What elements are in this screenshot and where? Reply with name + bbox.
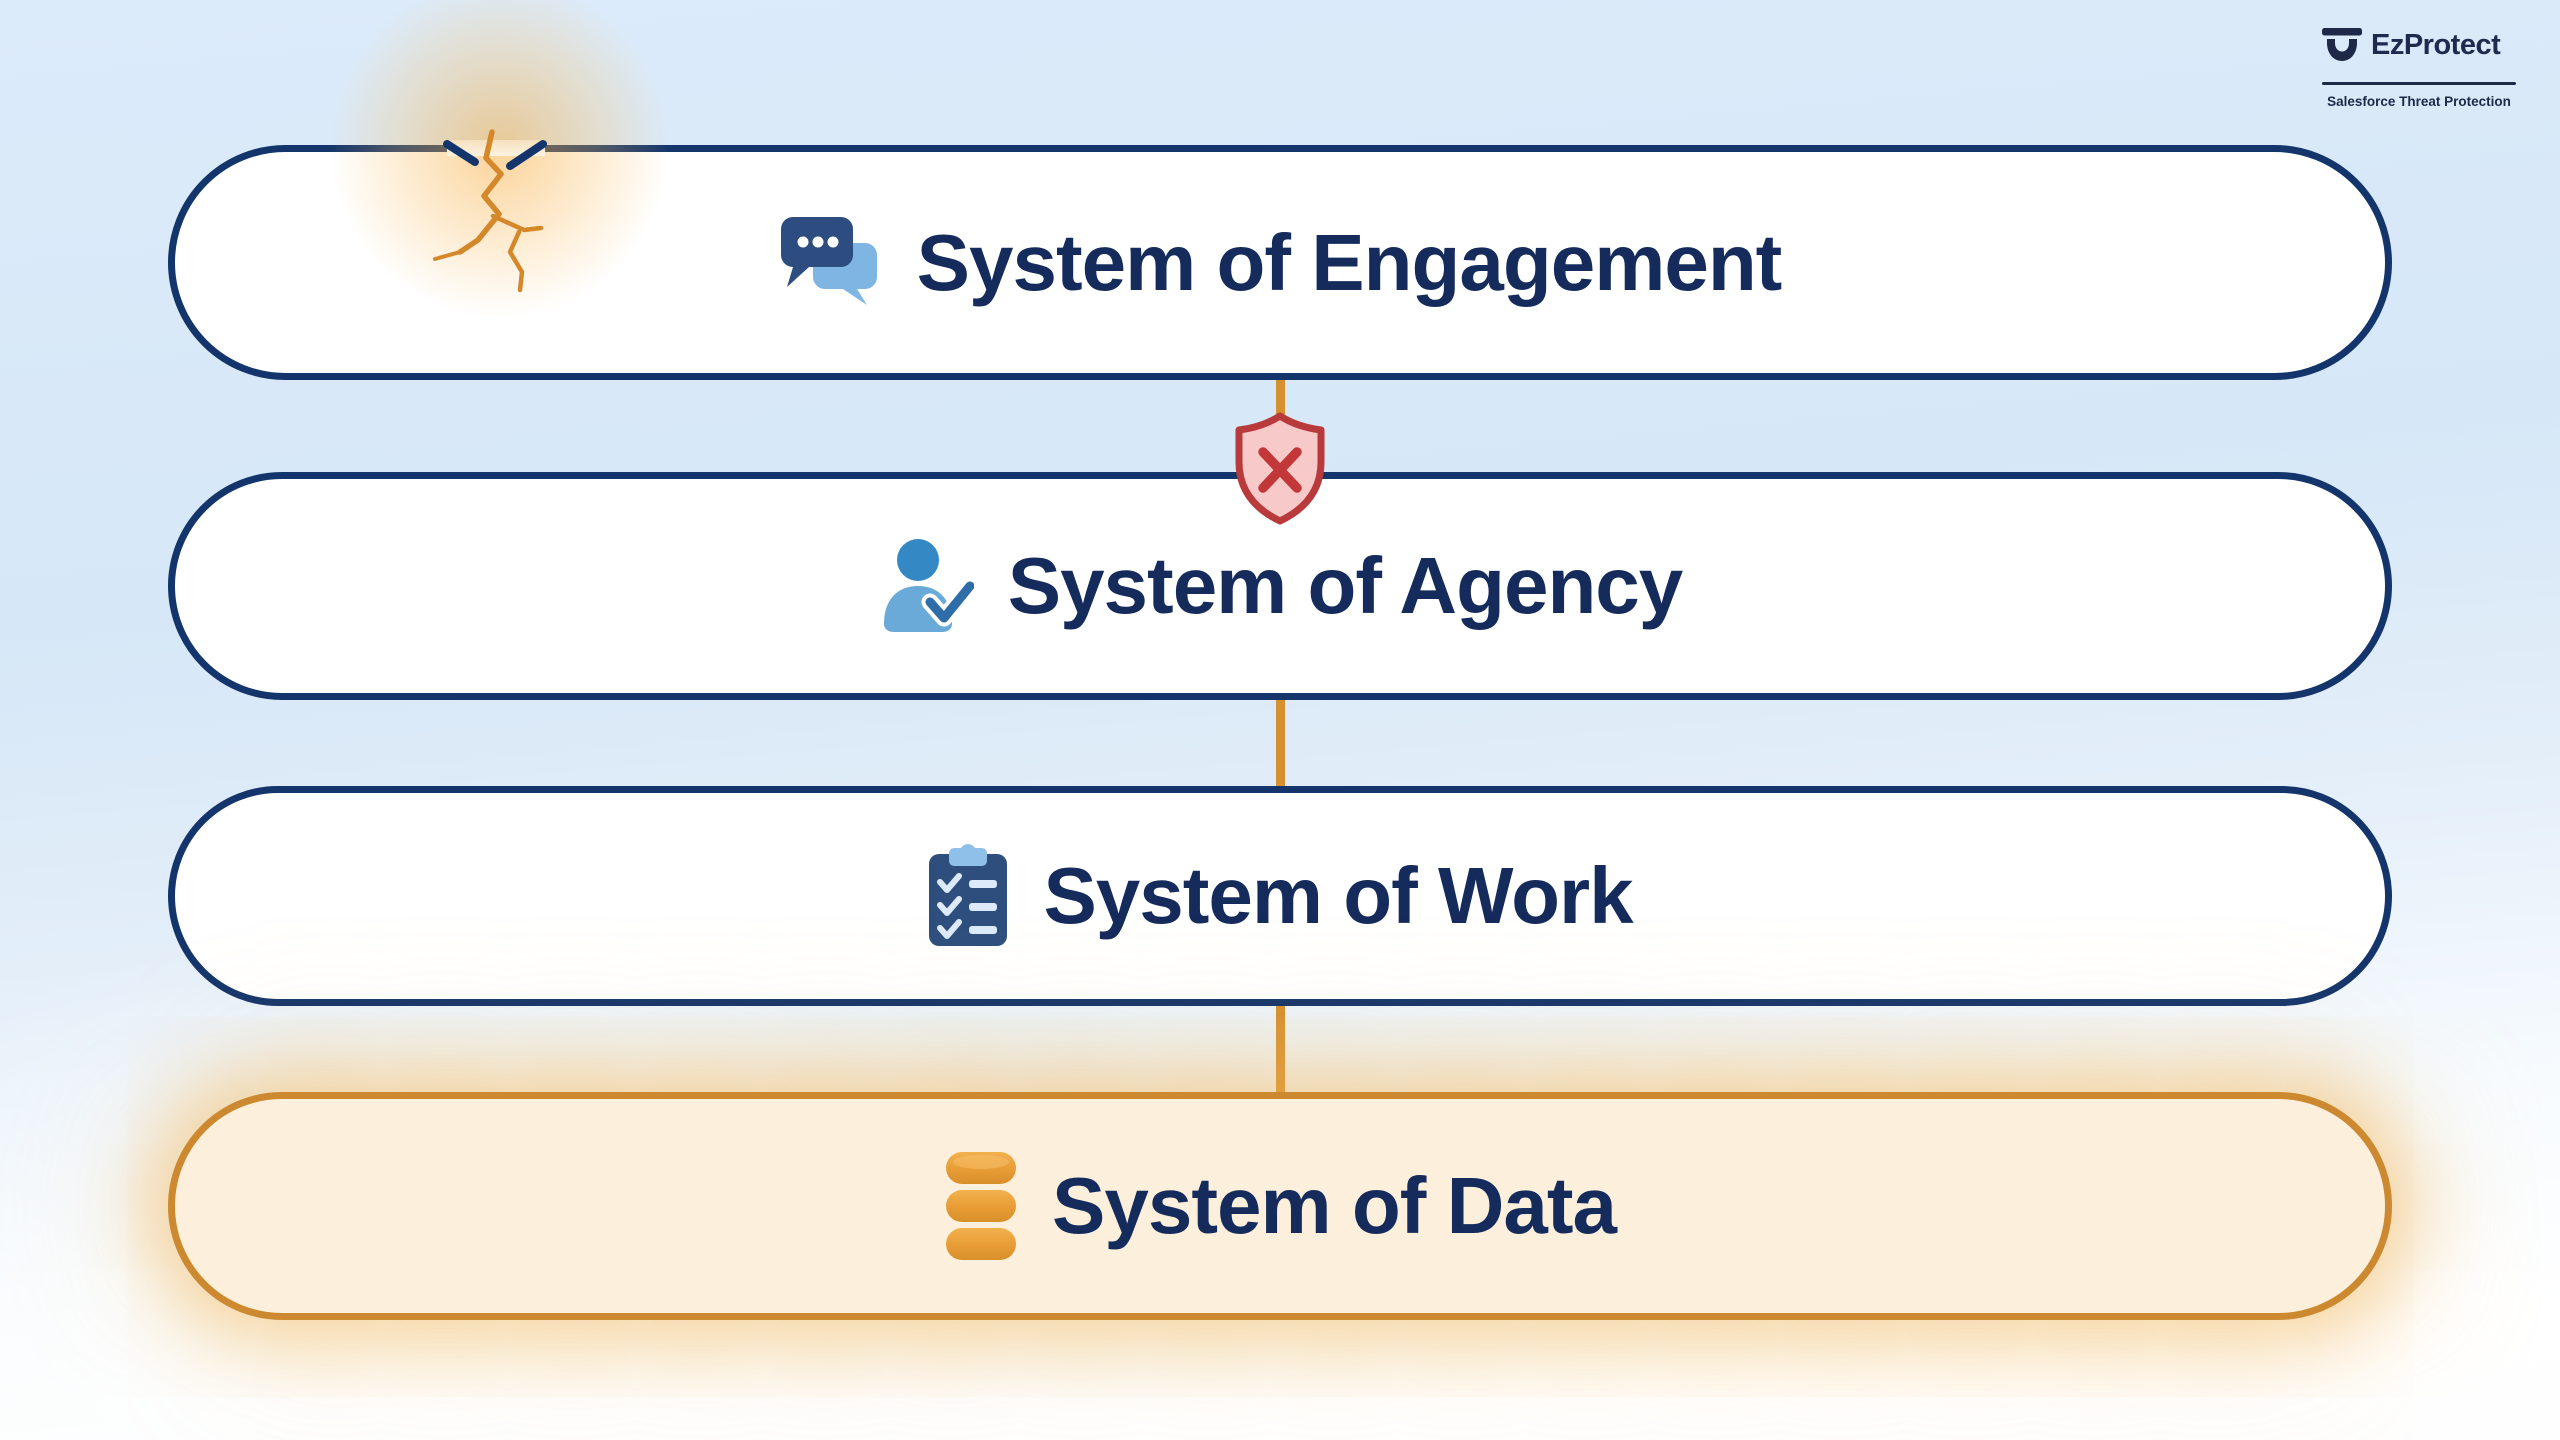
database-icon	[946, 1152, 1017, 1260]
ezprotect-logo: EzProtect Salesforce Threat Protection	[2322, 28, 2516, 109]
shield-x-icon	[1235, 412, 1325, 525]
connector-work-data	[1276, 1004, 1285, 1096]
clipboard-checklist-icon	[929, 844, 1008, 946]
layer-box-system-of-data: System of Data	[168, 1092, 2392, 1320]
layer-label-system-of-engagement: System of Engagement	[916, 217, 1783, 307]
layer-box-system-of-work: System of Work	[168, 786, 2392, 1006]
crack-icon	[433, 129, 547, 293]
user-check-icon	[883, 539, 974, 632]
ezprotect-shield-logo-icon	[2322, 28, 2362, 61]
layer-label-system-of-data: System of Data	[1052, 1161, 1617, 1250]
layer-label-system-of-agency: System of Agency	[1007, 541, 1684, 630]
layer-label-system-of-work: System of Work	[1043, 851, 1633, 940]
connector-agency-work	[1276, 698, 1285, 790]
logo-brand-text: EzProtect	[2371, 28, 2501, 61]
chat-bubbles-icon	[780, 216, 877, 305]
connector-engagement-agency	[1276, 378, 1285, 418]
logo-divider	[2322, 82, 2516, 85]
logo-tagline: Salesforce Threat Protection	[2327, 94, 2511, 109]
